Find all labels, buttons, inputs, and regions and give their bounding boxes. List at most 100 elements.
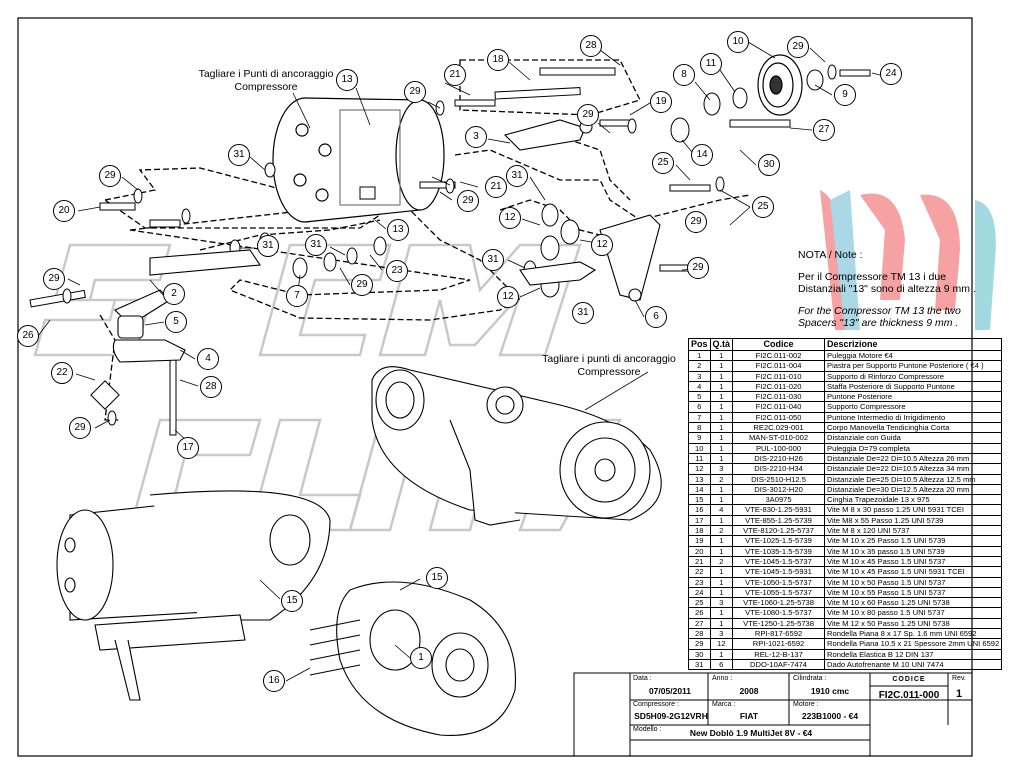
watermark-logo [820,190,996,330]
cell-pos: 13 [688,473,711,485]
callout-balloon: 29 [404,81,426,103]
cell-desc: Vite M 10 x 45 Passo 1.5 UNI 5737 [824,555,1003,568]
callout-cut-points-top: Tagliare i Punti di ancoraggio Compresso… [198,68,334,93]
tb-anno-value: 2008 [739,686,759,696]
cell-desc: Piastra per Supporto Puntone Posteriore … [824,360,1003,372]
callout-balloon: 29 [787,36,809,58]
note-it-line-1: Per il Compressore TM 13 i due [798,271,947,283]
cell-desc: Distanziale De=25 Di=10.5 Altezza 12.5 m… [824,473,1003,485]
cell-code: FI2C.011-002 [732,349,826,362]
cell-code: VTE-1045-1.5-5737 [732,555,826,568]
tb-marca-label: Marca : [712,701,736,708]
callout-balloon: 29 [577,104,599,126]
cell-qty: 3 [709,597,734,609]
cell-qty: 1 [709,494,734,506]
cell-pos: 12 [688,463,711,475]
cell-code: RPI-817-6592 [732,628,826,640]
callout-balloon: 3 [465,126,487,148]
cell-pos: 15 [688,494,711,506]
callout-balloon: 1 [410,647,432,669]
callout-balloon: 16 [263,670,285,692]
cell-qty: 1 [709,442,734,454]
cell-desc: Distanziale De=22 Di=10.5 Altezza 34 mm [824,463,1003,475]
callout-balloon: 30 [758,154,780,176]
cell-qty: 1 [709,586,734,599]
tb-rev-value: 1 [955,688,963,700]
cell-code: VTE-1045-1.5-5931 [732,566,826,578]
cell-qty: 1 [709,370,734,382]
cell-qty: 1 [709,576,734,588]
cell-code: REL-12-B-137 [732,648,826,660]
cell-desc: Vite M8 x 55 Passo 1.25 UNI 5739 [824,514,1003,527]
cell-qty: 6 [709,658,734,671]
cell-desc: Rondella Elastica B 12 DIN 137 [824,648,1003,660]
cell-qty: 1 [709,391,734,403]
cell-qty: 1 [709,483,734,496]
cell-pos: 18 [688,525,711,537]
cell-desc: Vite M 8 x 30 passo 1.25 UNI 5931 TCEI [824,504,1003,516]
callout-balloon: 21 [444,64,466,86]
callout-balloon: 13 [336,69,358,91]
cell-desc: Vite M 10 x 55 Passo 1.5 UNI 5737 [824,586,1003,599]
cell-pos: 16 [688,504,711,516]
cell-code: 3A0975 [732,494,826,506]
callout-balloon: 5 [165,311,187,333]
compressor-top [272,97,445,223]
cell-pos: 6 [688,401,711,413]
cell-pos: 23 [688,576,711,588]
cell-desc: Supporto Compressore [824,401,1003,413]
callout-balloon: 26 [17,325,39,347]
cell-qty: 2 [709,525,734,537]
cell-code: VTE-1250-1.25-5738 [732,617,826,630]
callout-balloon: 8 [673,64,695,86]
cell-desc: Cinghia Trapezoidale 13 x 975 [824,494,1003,506]
header-code: Codice [732,338,826,351]
tb-modello-value: New Doblò 1.9 MultiJet 8V - €4 [689,728,813,738]
cell-pos: 17 [688,514,711,527]
cell-desc: Dado Autofrenante M 10 UNI 7474 [824,658,1003,671]
callout-balloon: 12 [499,207,521,229]
cell-code: FI2C.011-010 [732,370,826,382]
cell-code: DIS-2210-H26 [732,452,826,465]
callout-balloon: 29 [99,165,121,187]
callout-balloon: 31 [257,235,279,257]
cell-qty: 12 [709,638,734,650]
callout-balloon: 27 [813,119,835,141]
cell-desc: Vite M 10 x 60 Passo 1.25 UNI 5738 [824,597,1003,609]
cell-qty: 1 [709,648,734,660]
callout-balloon: 28 [200,376,222,398]
titleblock-frame [573,672,973,757]
tb-motore-value: 223B1000 - €4 [801,711,859,721]
callout-balloon: 10 [727,31,749,53]
cell-qty: 1 [709,422,734,434]
cell-pos: 19 [688,535,711,547]
cell-pos: 28 [688,628,711,640]
cell-desc: Vite M 10 x 50 Passo 1.5 UNI 5737 [824,576,1003,588]
cell-desc: Corpo Manovella Tendicinghia Corta [824,422,1003,434]
cell-code: VTE-855-1.25-5739 [732,514,826,527]
callout-cut-points-middle: Tagliare i punti di ancoraggio Compresso… [542,353,676,378]
callout-balloon: 25 [752,196,774,218]
cell-qty: 1 [709,607,734,619]
cell-code: FI2C.011-050 [732,411,826,424]
callout-balloon: 17 [177,437,199,459]
parts-header-row: Pos Q.tà Codice Descrizione [688,338,1003,351]
callout-balloon: 25 [652,152,674,174]
tb-cilindrata-label: Cilindrata : [793,675,827,682]
cell-qty: 2 [709,473,734,485]
